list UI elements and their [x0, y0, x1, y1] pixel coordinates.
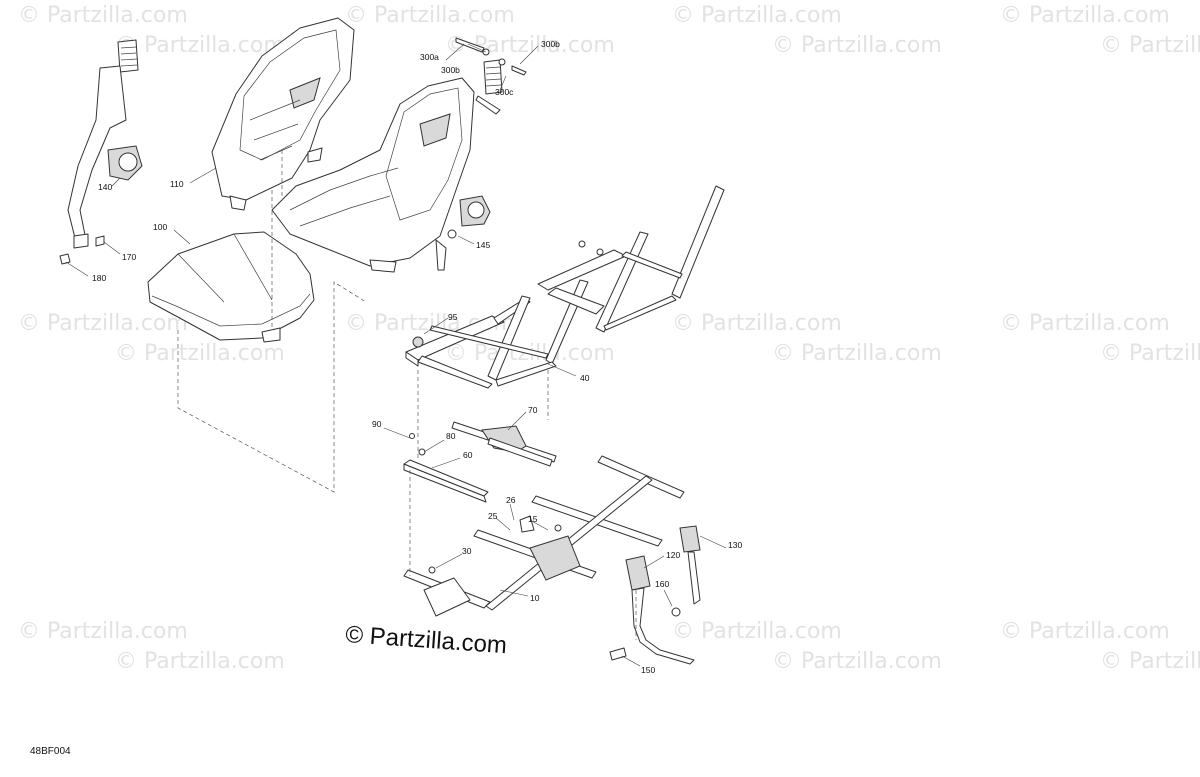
- callout-25[interactable]: 25: [488, 511, 498, 521]
- callout-150[interactable]: 150: [641, 665, 655, 675]
- callout-300b[interactable]: 300b: [541, 39, 560, 49]
- base-frame-10[interactable]: [403, 455, 685, 617]
- watermark: © Partzilla.com: [772, 649, 942, 674]
- slide-rail-70[interactable]: [451, 421, 557, 467]
- callout-30[interactable]: 30: [462, 546, 472, 556]
- callout-10[interactable]: 10: [530, 593, 540, 603]
- callout-160[interactable]: 160: [655, 579, 669, 589]
- callout-180[interactable]: 180: [92, 273, 106, 283]
- seat-belt-left-140[interactable]: [67, 39, 143, 249]
- callout-labels: 300a 300b 300b 300c 110 140 100 170 180 …: [92, 39, 742, 675]
- callout-40[interactable]: 40: [580, 373, 590, 383]
- callout-300c[interactable]: 300c: [495, 87, 514, 97]
- partzilla-brand-label: © Partzilla.com: [345, 621, 508, 659]
- callout-70[interactable]: 70: [528, 405, 538, 415]
- callout-300b[interactable]: 300b: [441, 65, 460, 75]
- diagram-id: 48BF004: [30, 746, 71, 757]
- watermark: © Partzilla.com: [772, 341, 942, 366]
- callout-300a[interactable]: 300a: [420, 52, 439, 62]
- watermark: © Partzilla.com: [672, 3, 842, 28]
- buckle-130[interactable]: [679, 525, 701, 605]
- callout-15[interactable]: 15: [528, 514, 538, 524]
- seat-frame-40[interactable]: [405, 185, 725, 389]
- watermark: © Partzilla.com: [1000, 3, 1170, 28]
- assembly-dash-lines: [177, 150, 637, 640]
- callout-60[interactable]: 60: [463, 450, 473, 460]
- watermark: © Partzilla.com: [18, 3, 188, 28]
- watermark: © Partzilla.com: [18, 619, 188, 644]
- callout-95[interactable]: 95: [448, 312, 458, 322]
- buckle-120[interactable]: [609, 555, 695, 665]
- watermark: © Partzilla.com: [18, 311, 188, 336]
- callout-100[interactable]: 100: [153, 222, 167, 232]
- seat-cushion-100[interactable]: [147, 231, 315, 343]
- watermark: © Partzilla.com: [1000, 619, 1170, 644]
- watermark: © Partzilla.com: [115, 33, 285, 58]
- watermark: © Partzilla.com: [115, 341, 285, 366]
- watermarks: © Partzilla.com © Partzilla.com © Partzi…: [18, 3, 1200, 674]
- seat-left-110[interactable]: [211, 17, 355, 211]
- watermark: © Partzilla.com: [1100, 649, 1200, 674]
- watermark: © Partzilla.com: [345, 3, 515, 28]
- callout-140[interactable]: 140: [98, 182, 112, 192]
- watermark: © Partzilla.com: [1100, 341, 1200, 366]
- watermark: © Partzilla.com: [672, 311, 842, 336]
- bolt-170[interactable]: [95, 235, 105, 247]
- watermark: © Partzilla.com: [1100, 33, 1200, 58]
- seat-right[interactable]: [271, 77, 475, 273]
- slide-rail-60[interactable]: [403, 433, 489, 503]
- leader-lines: [65, 43, 727, 667]
- callout-130[interactable]: 130: [728, 540, 742, 550]
- watermark: © Partzilla.com: [1000, 311, 1170, 336]
- watermark: © Partzilla.com: [115, 649, 285, 674]
- retractor-145[interactable]: [447, 195, 491, 239]
- bolt-180[interactable]: [59, 253, 71, 265]
- callout-170[interactable]: 170: [122, 252, 136, 262]
- watermark: © Partzilla.com: [672, 619, 842, 644]
- callout-26[interactable]: 26: [506, 495, 516, 505]
- watermark: © Partzilla.com: [772, 33, 942, 58]
- callout-145[interactable]: 145: [476, 240, 490, 250]
- callout-120[interactable]: 120: [666, 550, 680, 560]
- callout-90[interactable]: 90: [372, 419, 382, 429]
- callout-80[interactable]: 80: [446, 431, 456, 441]
- callout-110[interactable]: 110: [170, 179, 184, 189]
